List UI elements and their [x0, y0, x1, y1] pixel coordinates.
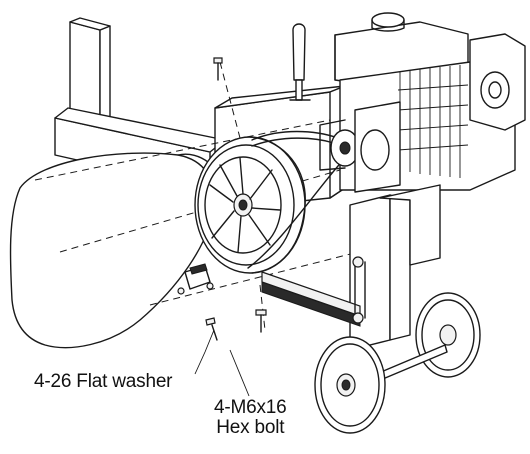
hex-bolt-callout-type: Hex bolt [216, 417, 285, 438]
hex-bolt-callout: 4-M6x16 Hex bolt [214, 398, 287, 438]
callout-leaders [194, 329, 250, 397]
drive-pulley [194, 136, 306, 274]
hex-bolt-callout-size: 4-M6x16 [214, 397, 287, 418]
belt-guard-cover [9, 152, 225, 349]
engine [319, 12, 526, 193]
hex-bolt-icon [213, 57, 223, 81]
control-lever [289, 23, 311, 101]
hex-bolt-icon [205, 309, 267, 341]
wheel [415, 292, 481, 378]
flat-washer-callout: 4-26 Flat washer [34, 371, 173, 392]
flat-washer-icon [177, 263, 214, 295]
splitter-wedge-column [69, 17, 111, 136]
wheel [314, 336, 386, 434]
rack-strip [261, 256, 366, 327]
